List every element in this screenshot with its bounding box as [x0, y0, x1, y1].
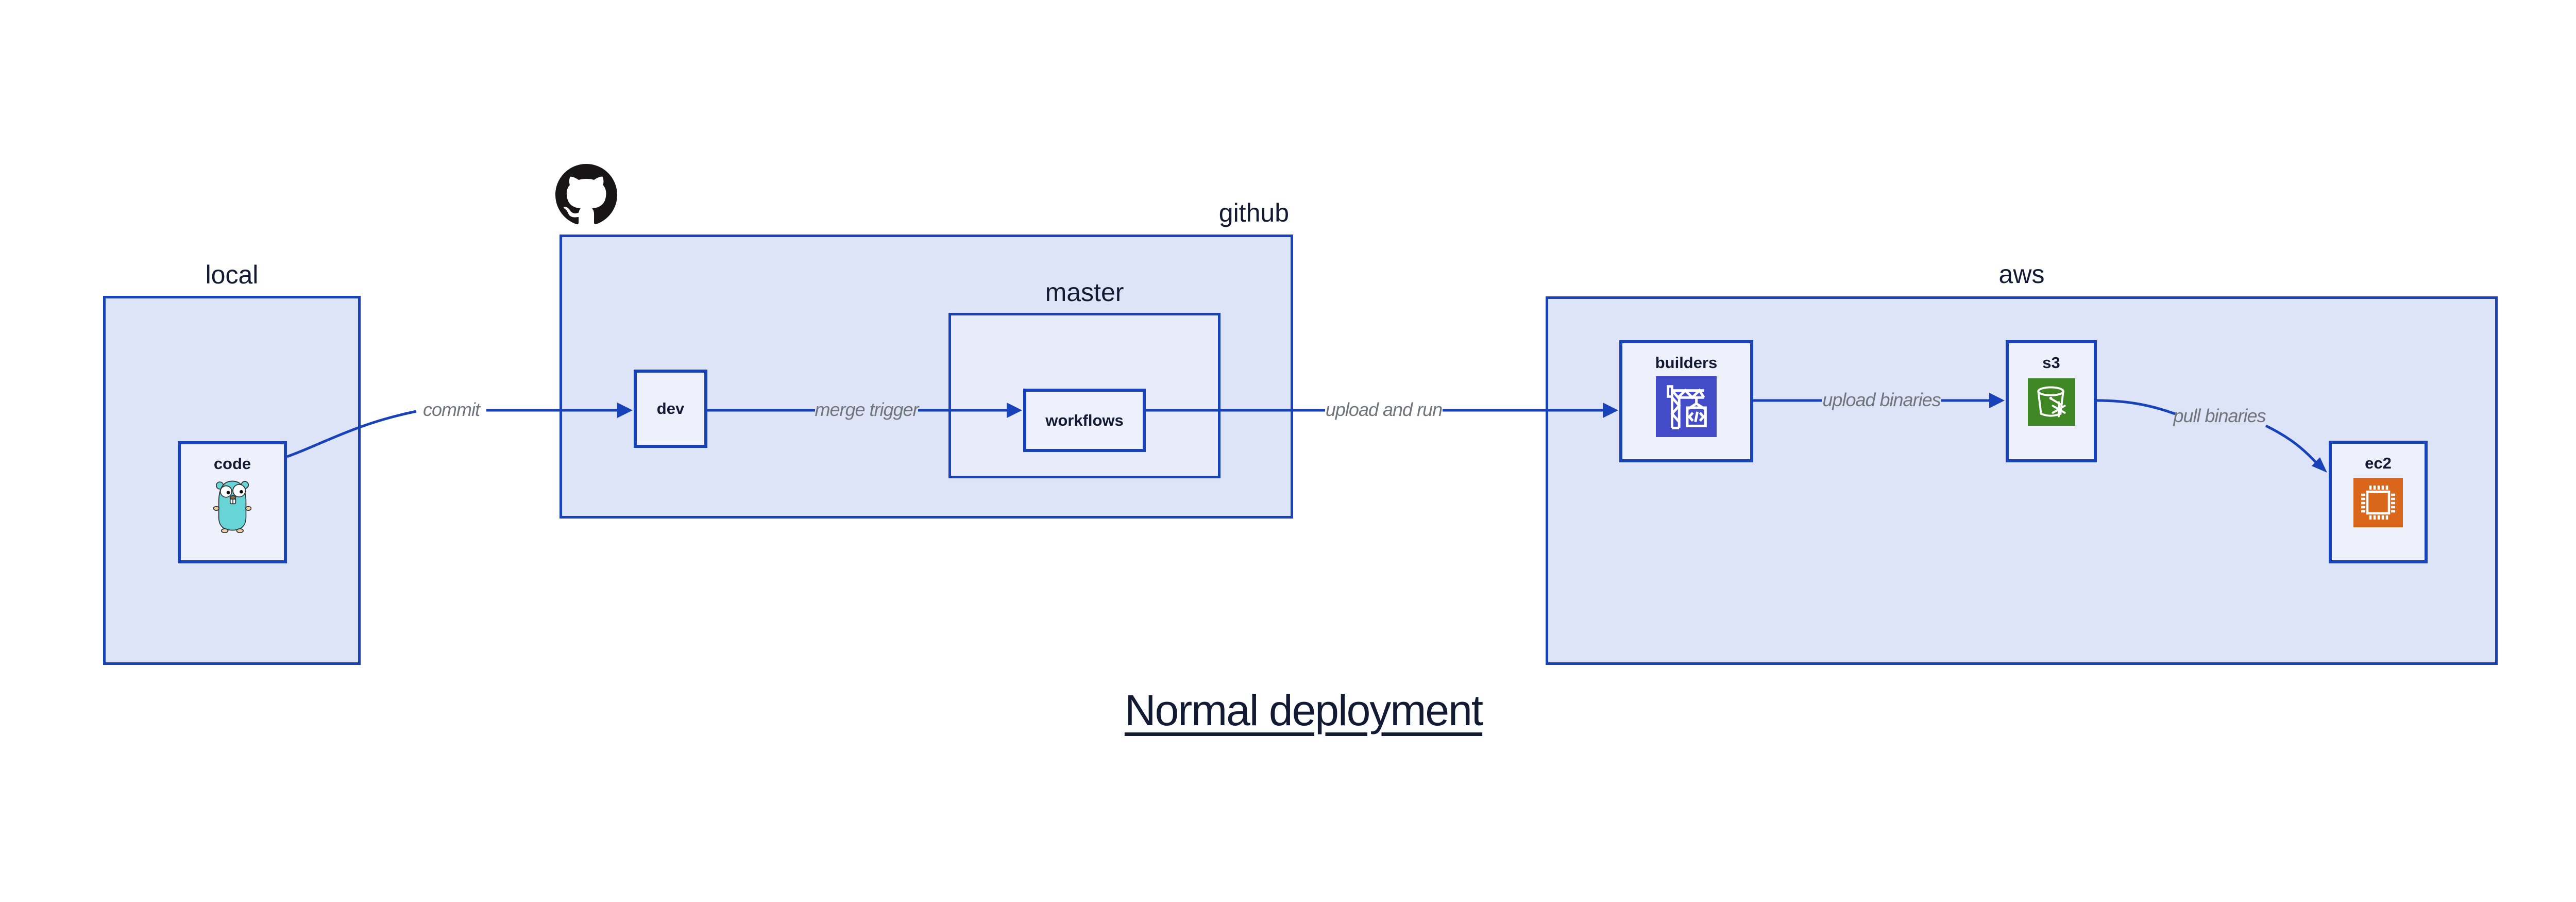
builders-node-label: builders: [1655, 354, 1718, 372]
ec2-chip-icon: [2332, 478, 2425, 527]
master-branch-label: master: [1045, 278, 1124, 307]
local-container-label: local: [205, 260, 259, 289]
s3-node-label: s3: [2042, 354, 2060, 372]
ec2-node: ec2: [2329, 441, 2428, 563]
code-node: code: [178, 441, 287, 563]
s3-bucket-icon: [2009, 378, 2094, 426]
dev-node: dev: [634, 370, 707, 448]
edge-label-merge-trigger: merge trigger: [815, 399, 919, 420]
github-logo-icon: [555, 164, 617, 226]
workflows-node-label: workflows: [1045, 411, 1124, 429]
s3-node: s3: [2006, 340, 2097, 462]
github-container-label: github: [1218, 198, 1289, 227]
edge-label-commit: commit: [423, 399, 480, 420]
codebuild-crane-icon: [1622, 376, 1750, 437]
dev-node-label: dev: [656, 399, 685, 417]
builders-node: builders: [1619, 340, 1753, 462]
edge-label-pull-binaries: pull binaries: [2173, 405, 2266, 426]
aws-container-label: aws: [1998, 260, 2045, 289]
edge-label-upload-and-run: upload and run: [1325, 399, 1443, 420]
workflows-node: workflows: [1023, 389, 1146, 452]
ec2-node-label: ec2: [2365, 454, 2392, 472]
edge-label-upload-binaries: upload binaries: [1822, 389, 1941, 410]
code-node-label: code: [213, 455, 251, 473]
diagram-title: Normal deployment: [1124, 686, 1483, 734]
go-gopher-icon: [181, 477, 284, 533]
